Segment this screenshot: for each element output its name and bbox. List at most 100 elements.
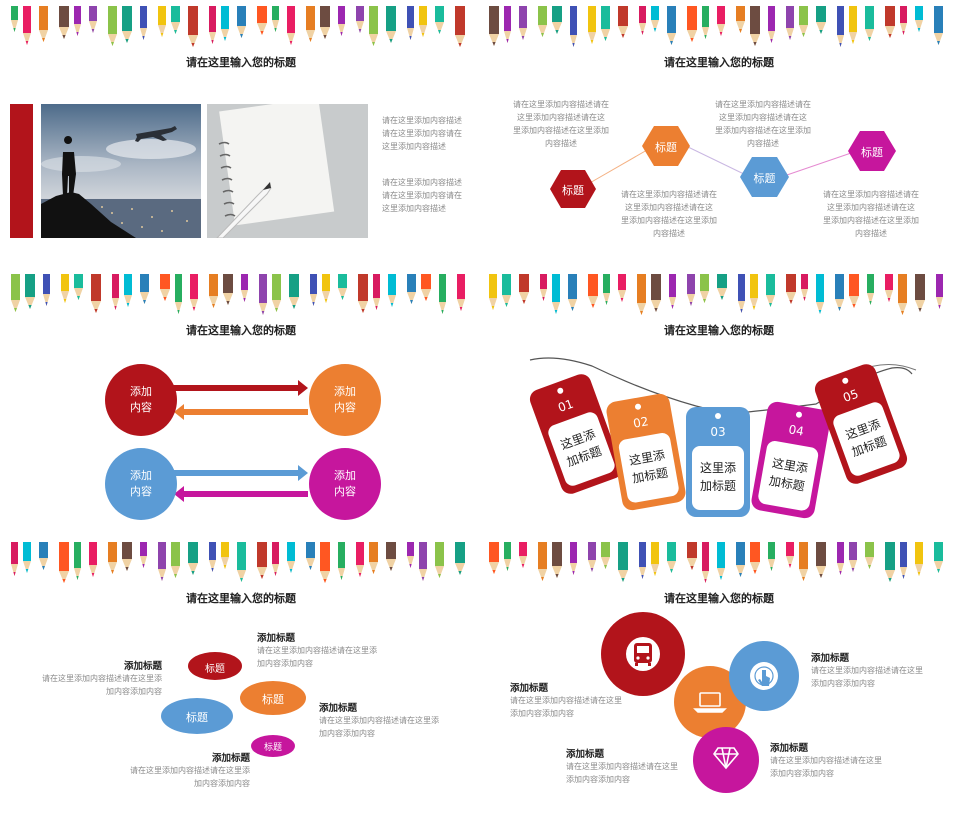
pencils-decoration	[489, 274, 943, 315]
slide-title: 请在这里输入您的标题	[664, 592, 774, 605]
red-accent-bar	[10, 104, 33, 238]
pencil	[39, 6, 48, 42]
pencil	[502, 274, 511, 307]
pencil	[766, 274, 775, 307]
pencil	[160, 274, 170, 301]
pencil	[338, 6, 345, 36]
pencil	[702, 6, 709, 39]
slide-title: 请在这里输入您的标题	[664, 324, 774, 337]
pencil	[768, 6, 775, 43]
pencil	[175, 274, 182, 314]
slide-2[interactable]: 请在这里输入您的标题 标题 标题 标题 标题 请在这里添加内容描述请在 这里添加…	[486, 6, 952, 268]
pencil	[421, 274, 431, 301]
pencil	[108, 542, 117, 574]
pencil	[74, 274, 83, 300]
pencil	[588, 6, 596, 44]
pencil	[237, 542, 246, 582]
pencil	[272, 274, 281, 312]
pencil	[639, 542, 646, 579]
pencil	[369, 6, 378, 46]
photo-notebook-pen	[207, 104, 368, 238]
pencil	[849, 542, 857, 572]
pencil	[799, 6, 808, 37]
pencil	[669, 274, 676, 309]
pencil	[306, 6, 315, 42]
pencil	[25, 274, 35, 309]
pencil	[618, 542, 628, 582]
pencil	[124, 274, 132, 307]
pencil	[717, 274, 727, 300]
pencil	[287, 542, 295, 573]
pencil	[717, 542, 725, 580]
pencil	[320, 542, 330, 583]
ellipse-red	[188, 652, 242, 680]
pencils-decoration	[489, 542, 943, 583]
pencil	[687, 6, 697, 42]
pencil	[455, 542, 465, 575]
tag-number: 02	[632, 414, 649, 430]
ellipse-label-2: 标题	[262, 693, 284, 706]
pencil	[700, 274, 709, 303]
slide-6[interactable]: 请在这里输入您的标题 添加标题 请在这里添加内容描述请在这里添加内容添加内	[486, 542, 952, 804]
pencil	[750, 274, 758, 310]
pencil	[388, 274, 396, 307]
pencils-decoration	[11, 6, 465, 47]
diamond-icon	[712, 747, 740, 770]
ellipses-diagram	[161, 652, 306, 757]
pencil	[435, 542, 444, 578]
pencil	[257, 542, 267, 579]
tag-label-line1: 这里添	[771, 455, 809, 476]
pencil	[310, 274, 317, 306]
text-block-right-bottom: 添加标题 请在这里添加内容描述请在这里添加内容添加内容	[770, 743, 882, 778]
pencil	[272, 6, 279, 32]
pencil	[552, 542, 562, 578]
ellipse-orange	[240, 681, 306, 715]
circle-red	[105, 364, 177, 436]
slide-1[interactable]: 请在这里输入您的标题	[8, 6, 474, 268]
pencil	[407, 542, 414, 568]
pencil	[837, 542, 844, 575]
pencil	[750, 542, 760, 574]
pencil	[74, 542, 81, 580]
text-block-right-top: 添加标题 请在这里添加内容描述请在这里添加内容添加内容	[811, 653, 923, 688]
slide-3[interactable]: 请在这里输入您的标题 添加内容 添加内容 添加内容 添加内容	[8, 274, 474, 536]
pencil	[934, 6, 943, 45]
hexagon-label-3: 标题	[753, 172, 776, 185]
pencil	[934, 542, 943, 573]
pencil	[801, 274, 808, 301]
hexagon-orange	[642, 126, 690, 166]
slide-5[interactable]: 请在这里输入您的标题 标题 标题 标题 标题 添加标题 请在这里添加内容描述请在…	[8, 542, 474, 804]
pencil	[91, 274, 101, 313]
pencil	[338, 542, 345, 580]
hexagon-red	[550, 170, 596, 208]
pencil	[936, 274, 943, 309]
pencil	[89, 542, 97, 577]
pencil	[816, 6, 826, 34]
pencil	[23, 6, 31, 45]
pencil	[489, 6, 499, 46]
touch-icon	[750, 662, 778, 690]
laptop-icon	[693, 692, 727, 713]
slide-title: 请在这里输入您的标题	[186, 324, 296, 337]
pencil	[455, 6, 465, 47]
pencil	[489, 274, 497, 310]
pencil	[287, 6, 295, 45]
pencil	[338, 274, 347, 300]
slide-title: 请在这里输入您的标题	[186, 56, 296, 69]
pencil	[915, 542, 923, 576]
pencil	[687, 274, 695, 306]
pencil	[651, 274, 661, 312]
pencil	[457, 274, 465, 311]
arrows-diagram	[105, 364, 381, 520]
pencil	[439, 274, 446, 314]
pencil	[738, 274, 745, 313]
pencil	[373, 274, 380, 310]
pencil	[140, 6, 147, 40]
pencil	[259, 274, 267, 315]
pencil	[43, 274, 50, 306]
pencil	[687, 542, 697, 570]
pencil	[386, 6, 396, 43]
